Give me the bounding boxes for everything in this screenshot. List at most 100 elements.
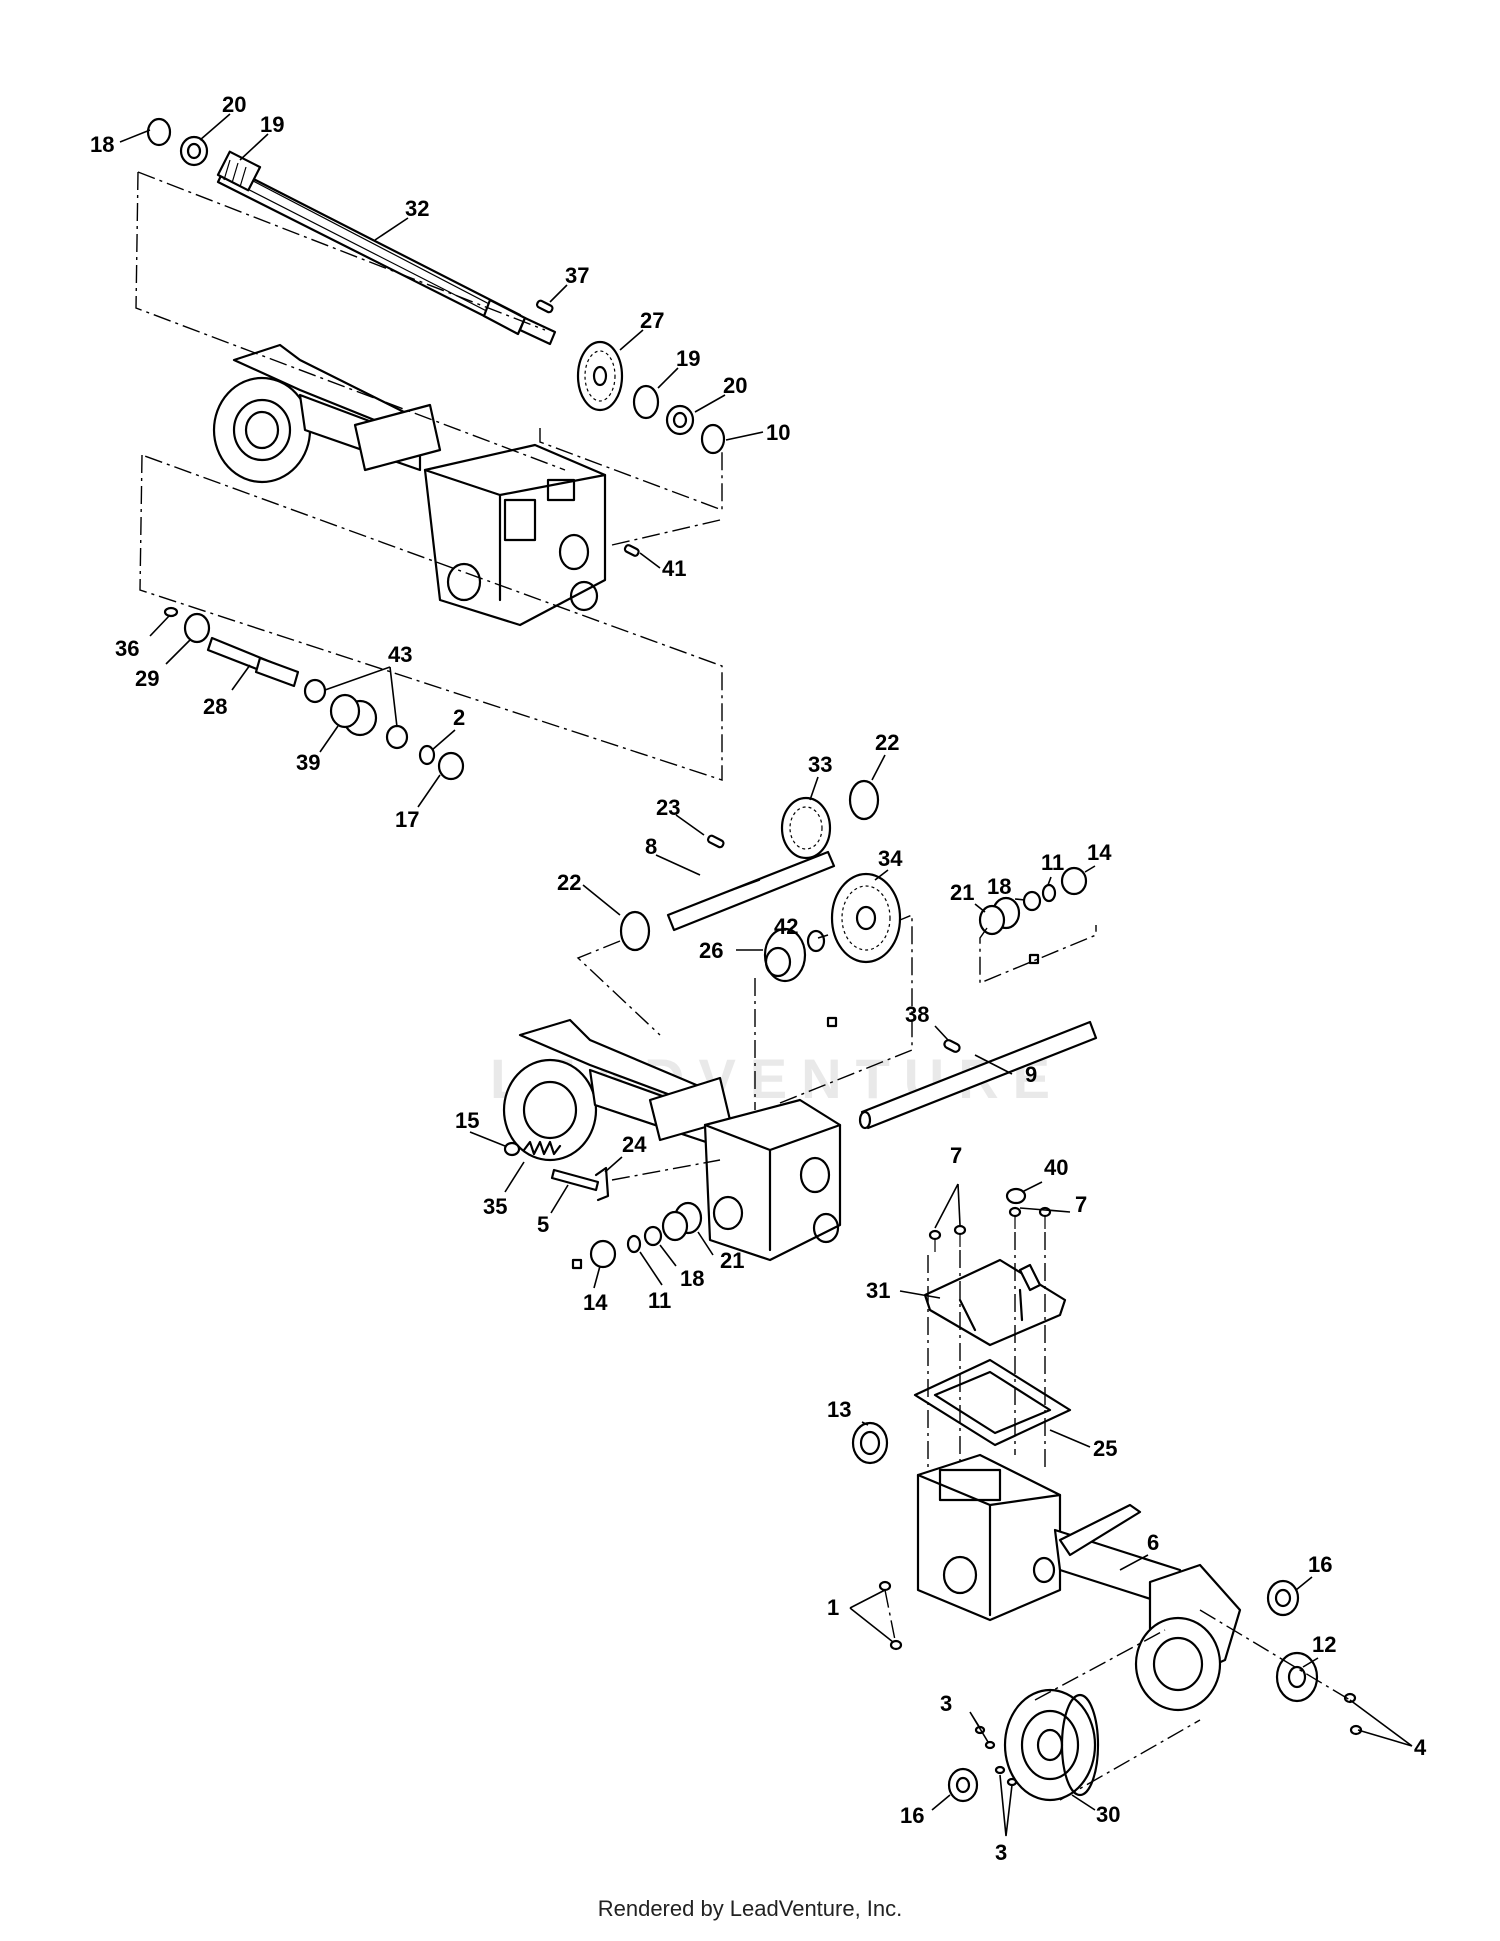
callout-40[interactable]: 40	[1044, 1155, 1068, 1180]
callout-21[interactable]: 21	[950, 880, 974, 905]
callout-13[interactable]: 13	[827, 1397, 851, 1422]
callout-33[interactable]: 33	[808, 752, 832, 777]
callout-38[interactable]: 38	[905, 1002, 929, 1027]
callout-3[interactable]: 3	[995, 1840, 1007, 1865]
part-axle-housing[interactable]	[212, 343, 607, 627]
callout-19[interactable]: 19	[676, 346, 700, 371]
callout-41[interactable]: 41	[662, 556, 686, 581]
part-nut[interactable]	[437, 751, 465, 781]
part-bearing[interactable]	[179, 135, 209, 167]
part-snap-ring[interactable]	[146, 117, 172, 147]
callout-15[interactable]: 15	[455, 1108, 479, 1133]
part-key[interactable]	[706, 834, 725, 849]
part-pin[interactable]	[535, 299, 554, 314]
callout-43[interactable]: 43	[388, 642, 412, 667]
part-washer[interactable]	[503, 1141, 521, 1157]
part-washer[interactable]	[385, 724, 409, 750]
callout-34[interactable]: 34	[878, 846, 903, 871]
part-nut[interactable]	[589, 1239, 617, 1269]
part-washer[interactable]	[806, 929, 826, 953]
part-vent-plug[interactable]	[1005, 1187, 1027, 1205]
callout-28[interactable]: 28	[203, 694, 227, 719]
part-screw[interactable]	[974, 1725, 1018, 1787]
callout-2[interactable]: 2	[453, 705, 465, 730]
callout-12[interactable]: 12	[1312, 1632, 1336, 1657]
part-cover-plate[interactable]	[923, 1258, 1067, 1347]
part-washer[interactable]	[303, 678, 327, 704]
callout-35[interactable]: 35	[483, 1194, 507, 1219]
callout-18[interactable]: 18	[90, 132, 114, 157]
callout-22[interactable]: 22	[557, 870, 581, 895]
part-screw[interactable]	[1343, 1692, 1363, 1736]
part-snap-ring[interactable]	[1041, 883, 1057, 903]
callout-20[interactable]: 20	[222, 92, 246, 117]
callout-9[interactable]: 9	[1025, 1062, 1037, 1087]
callout-10[interactable]: 10	[766, 420, 790, 445]
part-screw[interactable]	[878, 1580, 903, 1651]
part-bearing[interactable]	[848, 779, 880, 821]
part-pinion[interactable]	[183, 612, 211, 644]
part-shift-rod[interactable]	[550, 1166, 610, 1202]
callout-27[interactable]: 27	[640, 308, 664, 333]
part-bearing[interactable]	[1266, 1579, 1300, 1617]
part-axle-housing[interactable]	[916, 1453, 1242, 1712]
part-bushing[interactable]	[661, 1201, 703, 1242]
part-bushing[interactable]	[978, 896, 1021, 936]
callout-18[interactable]: 18	[987, 874, 1011, 899]
callout-39[interactable]: 39	[296, 750, 320, 775]
callout-16[interactable]: 16	[900, 1803, 924, 1828]
part-shaft[interactable]	[858, 1020, 1098, 1130]
part-pin[interactable]	[163, 606, 179, 618]
part-shaft[interactable]	[666, 850, 836, 932]
callout-22[interactable]: 22	[875, 730, 899, 755]
callout-7[interactable]: 7	[1075, 1192, 1087, 1217]
callout-14[interactable]: 14	[1087, 840, 1112, 865]
callout-31[interactable]: 31	[866, 1278, 890, 1303]
part-worm-shaft[interactable]	[216, 150, 557, 346]
part-hub[interactable]	[1003, 1688, 1100, 1802]
callout-26[interactable]: 26	[699, 938, 723, 963]
part-bearing[interactable]	[947, 1767, 979, 1803]
callout-25[interactable]: 25	[1093, 1436, 1117, 1461]
callout-37[interactable]: 37	[565, 263, 589, 288]
part-shaft[interactable]	[206, 636, 300, 688]
part-gear[interactable]	[780, 796, 832, 860]
callout-11[interactable]: 11	[1041, 850, 1064, 875]
callout-16[interactable]: 16	[1308, 1552, 1332, 1577]
callout-24[interactable]: 24	[622, 1132, 647, 1157]
callout-5[interactable]: 5	[537, 1212, 549, 1237]
part-gear[interactable]	[830, 872, 902, 964]
part-seal[interactable]	[851, 1421, 889, 1465]
part-washer[interactable]	[1022, 890, 1042, 912]
callout-17[interactable]: 17	[395, 807, 419, 832]
part-bearing[interactable]	[632, 384, 660, 420]
part-axle-housing[interactable]	[502, 1018, 842, 1262]
part-gasket[interactable]	[913, 1358, 1072, 1447]
callout-8[interactable]: 8	[645, 834, 657, 859]
part-key[interactable]	[943, 1039, 961, 1053]
callout-11[interactable]: 11	[648, 1288, 671, 1313]
callout-36[interactable]: 36	[115, 636, 139, 661]
callout-42[interactable]: 42	[774, 914, 798, 939]
callout-23[interactable]: 23	[656, 795, 680, 820]
callout-14[interactable]: 14	[583, 1290, 608, 1315]
part-snap-ring[interactable]	[626, 1234, 642, 1254]
part-pin[interactable]	[623, 544, 640, 557]
callout-1[interactable]: 1	[827, 1595, 839, 1620]
callout-18[interactable]: 18	[680, 1266, 704, 1291]
callout-4[interactable]: 4	[1414, 1735, 1427, 1760]
callout-3[interactable]: 3	[940, 1691, 952, 1716]
callout-19[interactable]: 19	[260, 112, 284, 137]
part-bushing[interactable]	[329, 693, 378, 737]
callout-21[interactable]: 21	[720, 1248, 744, 1273]
part-gear[interactable]	[576, 340, 624, 412]
part-bearing[interactable]	[665, 404, 695, 436]
part-bearing[interactable]	[619, 910, 651, 952]
part-washer[interactable]	[643, 1225, 663, 1247]
part-snap-ring[interactable]	[418, 744, 436, 766]
callout-30[interactable]: 30	[1096, 1802, 1120, 1827]
callout-29[interactable]: 29	[135, 666, 159, 691]
part-spring[interactable]	[522, 1140, 562, 1156]
part-screw[interactable]	[928, 1206, 1052, 1252]
part-clutch[interactable]	[763, 927, 807, 983]
